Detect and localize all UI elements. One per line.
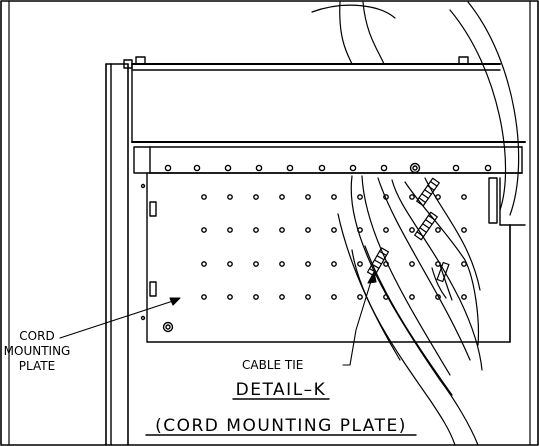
cord-mounting-plate (146, 172, 511, 343)
mounting-rail (133, 146, 523, 174)
plate-hole (461, 194, 467, 200)
rail-hole (224, 164, 232, 172)
plate-hole (279, 194, 285, 200)
cord-label-line1: CORD (19, 329, 54, 343)
rail-hole (484, 164, 492, 172)
plate-hole (435, 227, 441, 233)
plate-hole (305, 294, 311, 300)
plate-hole (227, 227, 233, 233)
plate-hole (253, 194, 259, 200)
rail-hole (255, 164, 263, 172)
plate-hole (305, 227, 311, 233)
leader-lines (59, 271, 377, 366)
detail-title: DETAIL–K (236, 380, 327, 400)
plate-hole (227, 194, 233, 200)
rail-hole (286, 164, 294, 172)
plate-hole (201, 294, 207, 300)
plate-hole (461, 227, 467, 233)
side-panel (105, 59, 157, 446)
plate-hole (227, 261, 233, 267)
plate-hole (409, 194, 415, 200)
plate-hole (201, 261, 207, 267)
annotation-labels: CORD MOUNTING PLATE CABLE TIE DETAIL–K (… (4, 329, 407, 436)
plate-hole (227, 294, 233, 300)
plate-hole (253, 294, 259, 300)
plate-hole (409, 261, 415, 267)
rail-hole (380, 164, 388, 172)
detail-subtitle: (CORD MOUNTING PLATE) (155, 416, 407, 436)
plate-hole (279, 294, 285, 300)
plate-hole (279, 227, 285, 233)
rail-hole (452, 164, 460, 172)
plate-hole (409, 294, 415, 300)
plate-hole (331, 227, 337, 233)
plate-hole (409, 227, 415, 233)
plate-hole (331, 194, 337, 200)
plate-hole (357, 194, 363, 200)
rail-hole (164, 164, 172, 172)
cable-ties (366, 177, 450, 283)
rail-hole (318, 164, 326, 172)
plate-hole (331, 261, 337, 267)
cords (311, 1, 520, 446)
plate-hole (331, 294, 337, 300)
plate-hole (253, 261, 259, 267)
plate-hole (435, 294, 441, 300)
plate-hole (253, 227, 259, 233)
title-underlines (145, 398, 417, 436)
rail-hole (349, 164, 357, 172)
cord-label-line3: PLATE (19, 359, 55, 373)
plate-hole (279, 261, 285, 267)
cord-label-line2: MOUNTING (4, 344, 71, 358)
plate-hole (357, 294, 363, 300)
plate-hole (305, 194, 311, 200)
plate-hole (201, 227, 207, 233)
rail-hole (193, 164, 201, 172)
plate-hole (305, 261, 311, 267)
plate-hole (461, 294, 467, 300)
plate-hole (357, 261, 363, 267)
enclosure-top (131, 56, 526, 143)
plate-hole (201, 194, 207, 200)
plate-hole (383, 227, 389, 233)
right-bracket (488, 177, 526, 343)
cable-tie-label: CABLE TIE (242, 358, 303, 372)
